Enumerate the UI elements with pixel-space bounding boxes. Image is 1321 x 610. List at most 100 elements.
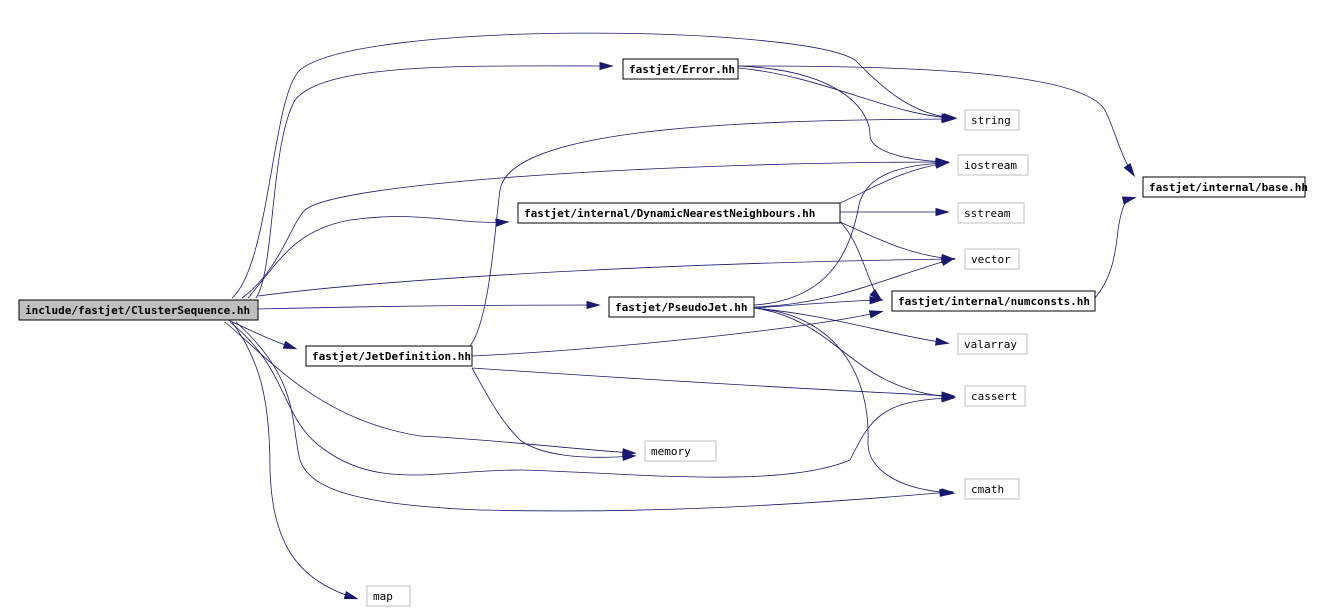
edge-root-to-map bbox=[231, 321, 359, 600]
edge-root-to-cassert bbox=[229, 321, 956, 478]
node-box bbox=[18, 299, 259, 321]
node-box bbox=[964, 109, 1020, 131]
edge-jetdef-to-memory bbox=[471, 367, 637, 461]
edge-pseudojet-to-cmath bbox=[753, 307, 956, 497]
arrowhead-icon bbox=[941, 391, 956, 400]
arrowhead-icon bbox=[869, 296, 884, 305]
arrowhead-icon bbox=[941, 488, 956, 497]
edge-dnn-to-vector bbox=[839, 221, 956, 263]
arrowhead-icon bbox=[941, 114, 956, 124]
edge-dnn-to-numconsts bbox=[839, 221, 883, 302]
node-box bbox=[957, 333, 1028, 355]
node-box bbox=[891, 290, 1096, 312]
edge-pseudojet-to-vector bbox=[753, 257, 956, 308]
edge-line bbox=[241, 161, 947, 299]
edge-numconsts-to-base bbox=[1094, 196, 1137, 299]
node-label: include/fastjet/ClusterSequence.hh bbox=[25, 304, 250, 317]
arrowhead-icon bbox=[495, 218, 510, 227]
edge-line bbox=[753, 307, 947, 344]
edge-line bbox=[753, 299, 881, 309]
node-label: fastjet/Error.hh bbox=[629, 63, 735, 76]
arrowhead-icon bbox=[935, 159, 950, 168]
node-box bbox=[608, 296, 755, 318]
node-box bbox=[366, 585, 411, 607]
arrowhead-icon bbox=[869, 288, 883, 302]
node-jetdef[interactable]: fastjet/JetDefinition.hh bbox=[305, 345, 473, 367]
edge-line bbox=[753, 162, 947, 306]
node-label: valarray bbox=[964, 338, 1017, 351]
node-memory: memory bbox=[644, 440, 717, 462]
node-box bbox=[964, 478, 1020, 500]
node-box bbox=[964, 248, 1020, 270]
node-label: map bbox=[373, 590, 393, 603]
edge-line bbox=[737, 67, 953, 119]
arrowhead-icon bbox=[935, 207, 950, 217]
edge-root-to-error bbox=[255, 61, 614, 299]
edge-line bbox=[753, 258, 953, 308]
edge-line bbox=[737, 65, 947, 163]
node-label: string bbox=[971, 114, 1011, 127]
node-base[interactable]: fastjet/internal/base.hh bbox=[1142, 176, 1308, 198]
edge-error-to-iostream bbox=[737, 65, 950, 166]
edge-root-to-iostream bbox=[241, 157, 950, 299]
edge-line bbox=[839, 221, 953, 260]
edge-line bbox=[753, 307, 953, 398]
arrowhead-icon bbox=[935, 337, 950, 346]
node-label: cmath bbox=[971, 483, 1004, 496]
edge-root-to-dnn bbox=[247, 216, 510, 299]
node-box bbox=[622, 58, 739, 80]
edge-dnn-to-sstream bbox=[840, 207, 950, 217]
node-label: cassert bbox=[971, 390, 1017, 403]
edge-dnn-to-iostream bbox=[839, 160, 950, 204]
edge-line bbox=[471, 311, 881, 357]
node-iostream: iostream bbox=[957, 154, 1029, 176]
arrowhead-icon bbox=[1121, 196, 1137, 205]
edge-line bbox=[255, 65, 611, 299]
node-numconsts[interactable]: fastjet/internal/numconsts.hh bbox=[891, 290, 1096, 312]
node-box bbox=[644, 440, 717, 462]
edge-jetdef-to-string bbox=[469, 114, 956, 347]
node-label: memory bbox=[651, 445, 691, 458]
edge-line bbox=[257, 304, 598, 310]
edge-line bbox=[839, 162, 947, 204]
node-label: sstream bbox=[964, 207, 1011, 220]
node-label: iostream bbox=[964, 159, 1017, 172]
arrowhead-icon bbox=[586, 300, 601, 310]
edge-root-to-vector bbox=[257, 254, 956, 297]
edge-pseudojet-to-numconsts bbox=[753, 296, 884, 309]
node-pseudojet[interactable]: fastjet/PseudoJet.hh bbox=[608, 296, 755, 318]
node-cmath: cmath bbox=[964, 478, 1020, 500]
node-string: string bbox=[964, 109, 1020, 131]
nodes-layer: include/fastjet/ClusterSequence.hh fastje… bbox=[18, 58, 1308, 607]
edge-line bbox=[247, 216, 507, 299]
edge-line bbox=[235, 321, 951, 512]
node-sstream: sstream bbox=[957, 202, 1025, 224]
node-label: vector bbox=[971, 253, 1011, 266]
edge-pseudojet-to-iostream bbox=[753, 159, 950, 306]
edge-root-to-string bbox=[231, 32, 958, 299]
node-valarray: valarray bbox=[957, 333, 1028, 355]
node-label: fastjet/internal/numconsts.hh bbox=[898, 295, 1090, 308]
node-box bbox=[305, 345, 473, 367]
node-box bbox=[1142, 176, 1306, 198]
arrowhead-icon bbox=[599, 61, 614, 71]
edge-root-to-jetdef bbox=[227, 319, 298, 350]
node-root[interactable]: include/fastjet/ClusterSequence.hh bbox=[18, 299, 259, 321]
node-box bbox=[957, 154, 1029, 176]
node-label: fastjet/JetDefinition.hh bbox=[312, 350, 471, 363]
edge-jetdef-to-numconsts bbox=[471, 310, 884, 357]
edge-jetdef-to-cassert bbox=[471, 367, 956, 400]
edge-pseudojet-to-cassert bbox=[753, 307, 956, 401]
edge-line bbox=[229, 321, 953, 478]
node-box bbox=[957, 202, 1025, 224]
edges-layer bbox=[224, 32, 1137, 600]
node-error[interactable]: fastjet/Error.hh bbox=[622, 58, 739, 80]
edge-line bbox=[737, 65, 1134, 175]
edge-line bbox=[231, 32, 955, 299]
node-label: fastjet/internal/DynamicNearestNeighbour… bbox=[524, 207, 815, 220]
node-vector: vector bbox=[964, 248, 1020, 270]
arrowhead-icon bbox=[1123, 162, 1136, 178]
node-dnn[interactable]: fastjet/internal/DynamicNearestNeighbour… bbox=[517, 202, 841, 224]
node-box bbox=[964, 385, 1026, 407]
